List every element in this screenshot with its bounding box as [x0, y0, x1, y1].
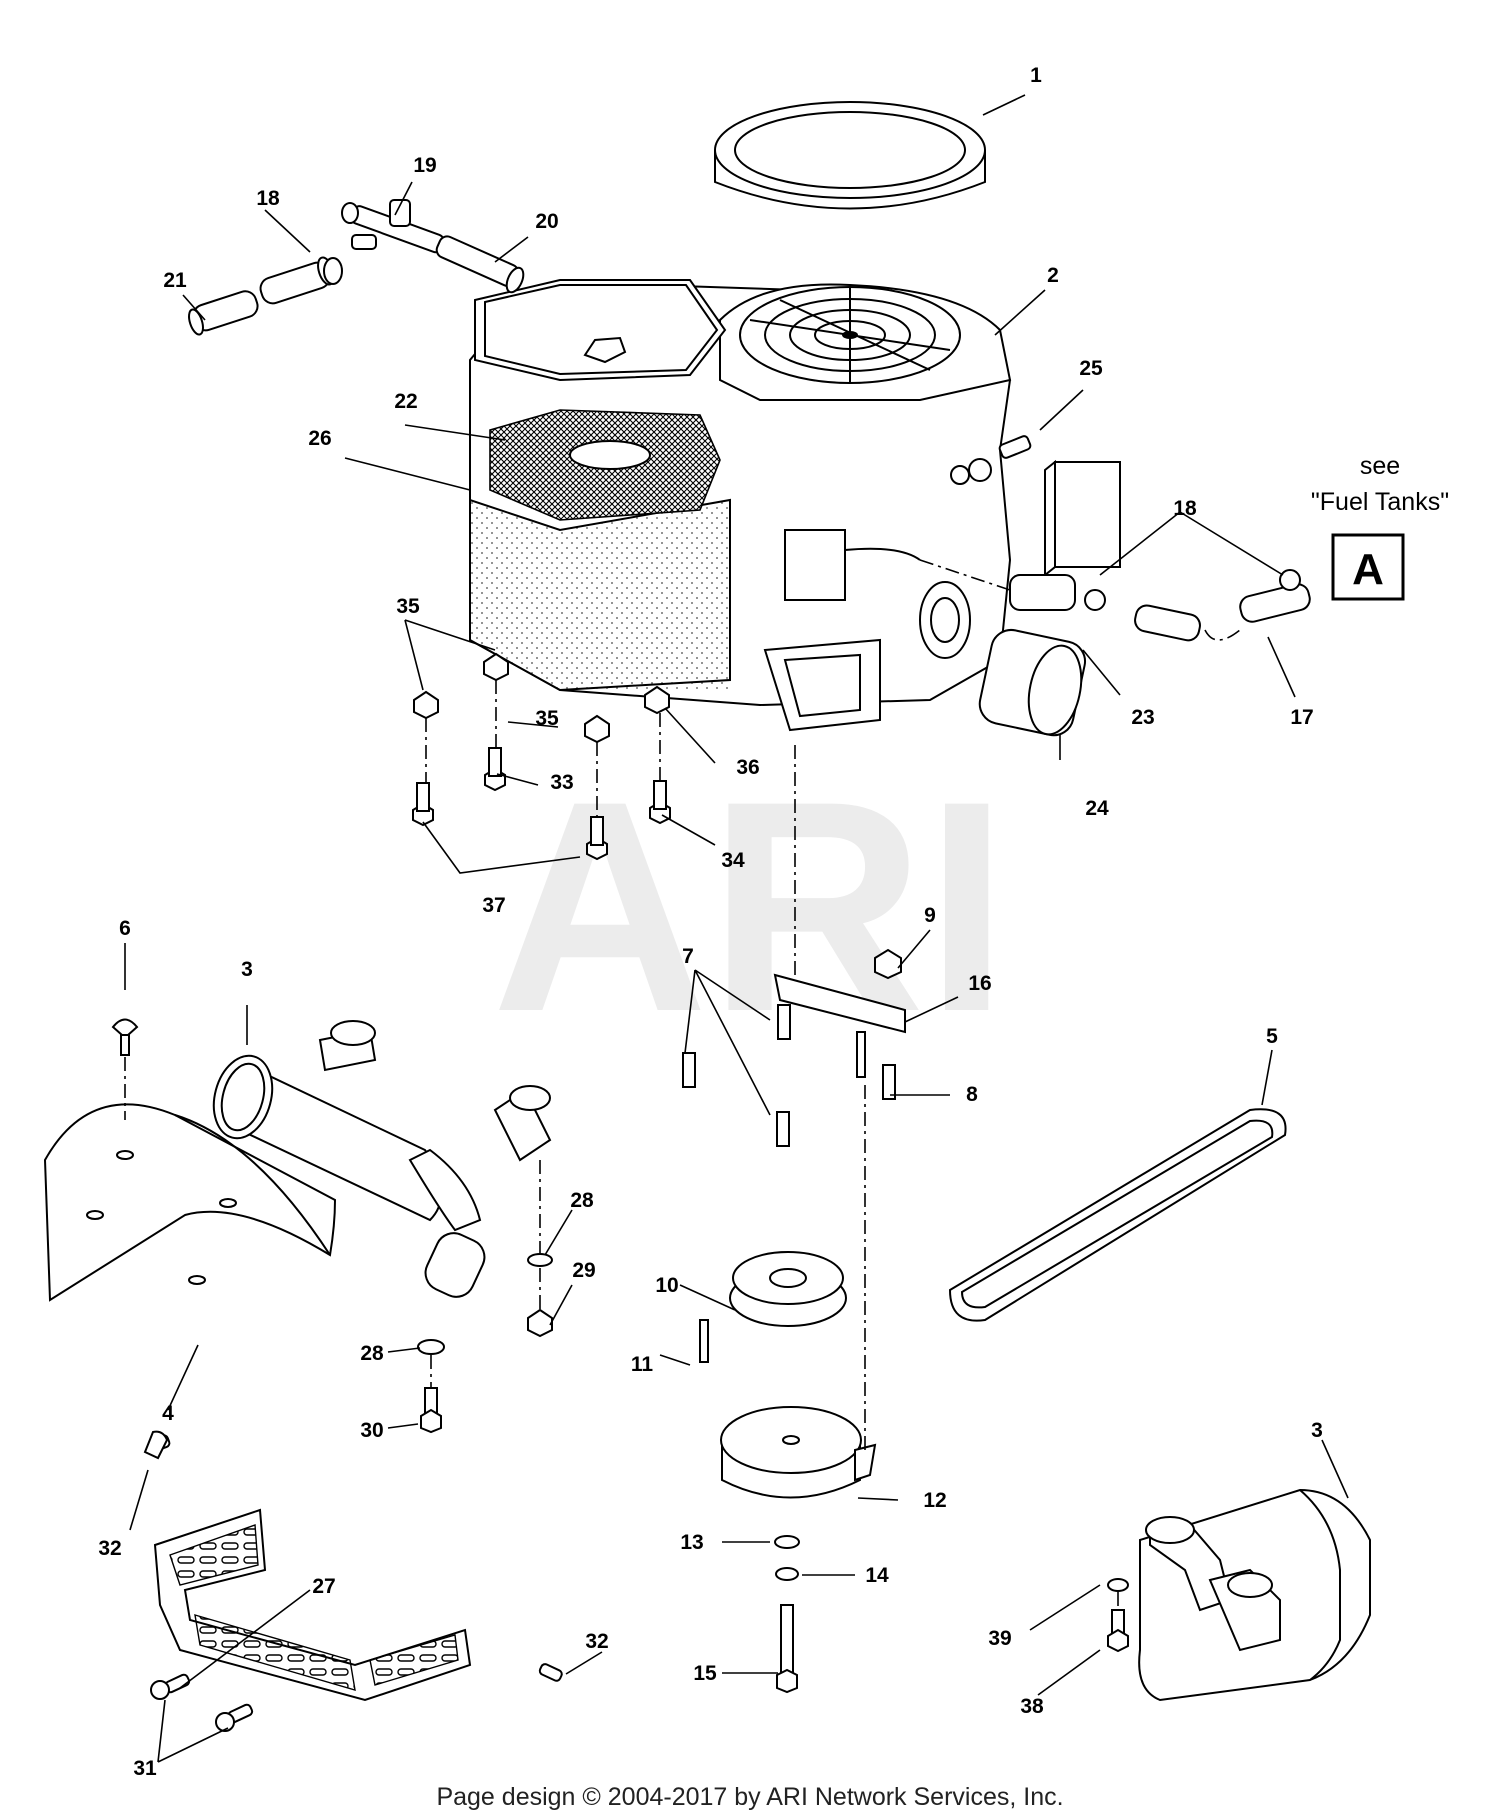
callout[interactable]: 8 [966, 1083, 978, 1106]
callout[interactable]: 1 [1030, 64, 1042, 87]
alignment-lines [124, 559, 1241, 1610]
callout[interactable]: 22 [394, 390, 417, 413]
muffler-heat-shield [43, 1018, 337, 1302]
watermark: ARI [492, 738, 1009, 1074]
callout[interactable]: 33 [550, 771, 573, 794]
fuel-filter-and-lines [968, 435, 1311, 642]
callout[interactable]: 19 [413, 154, 436, 177]
fuel-line-tee-assembly [188, 199, 525, 336]
callout[interactable]: 30 [360, 1419, 383, 1442]
callout[interactable]: 36 [736, 756, 759, 779]
callout[interactable]: 17 [1290, 706, 1313, 729]
callout[interactable]: 3 [241, 958, 253, 981]
electric-clutch [720, 1406, 877, 1694]
callout[interactable]: 18 [256, 187, 280, 210]
drive-belt [948, 1108, 1287, 1322]
alternate-muffler [1107, 1488, 1371, 1702]
callout[interactable]: 9 [924, 904, 936, 927]
clutch-bracket [682, 948, 906, 1147]
callout[interactable]: 5 [1266, 1025, 1278, 1048]
callout[interactable]: 37 [482, 894, 505, 917]
callout[interactable]: 34 [721, 849, 745, 872]
callout[interactable]: 32 [98, 1537, 121, 1560]
callout[interactable]: 28 [360, 1342, 384, 1365]
callout[interactable]: 12 [923, 1489, 946, 1512]
callout[interactable]: 4 [162, 1402, 174, 1425]
callout[interactable]: 7 [682, 945, 694, 968]
callout[interactable]: 15 [693, 1662, 717, 1685]
callout[interactable]: 26 [308, 427, 331, 450]
reference-note-line2: "Fuel Tanks" [1311, 488, 1449, 516]
callout[interactable]: 6 [119, 917, 131, 940]
callout[interactable]: 29 [572, 1259, 595, 1282]
callout[interactable]: 20 [535, 210, 558, 233]
callout[interactable]: 13 [680, 1531, 703, 1554]
pulley [699, 1251, 847, 1363]
callout[interactable]: 27 [312, 1575, 335, 1598]
callout[interactable]: 16 [968, 972, 991, 995]
reference-note-line1: see [1360, 452, 1400, 480]
callout[interactable]: 18 [1173, 497, 1197, 520]
callout[interactable]: 10 [655, 1274, 678, 1297]
air-cleaner-ring [714, 101, 986, 210]
callout[interactable]: 25 [1079, 357, 1103, 380]
callout[interactable]: 24 [1085, 797, 1109, 820]
callout[interactable]: 21 [163, 269, 187, 292]
callout[interactable]: 31 [133, 1757, 157, 1780]
callout[interactable]: 23 [1131, 706, 1154, 729]
reference-box-letter[interactable]: A [1352, 545, 1384, 594]
heat-shield-bracket [143, 1430, 563, 1732]
callout-labels: 1 2 3 3 4 5 6 7 8 9 10 11 12 13 14 15 16… [98, 64, 1323, 1780]
leader-lines [124, 94, 1349, 1763]
callout[interactable]: 35 [535, 707, 559, 730]
callout[interactable]: 38 [1020, 1695, 1044, 1718]
callout[interactable]: 2 [1047, 264, 1059, 287]
callout[interactable]: 3 [1311, 1419, 1323, 1442]
muffler-washer-nut-bolt [417, 1253, 553, 1434]
oil-filter [978, 628, 1087, 737]
callout[interactable]: 14 [865, 1564, 889, 1587]
callout[interactable]: 35 [396, 595, 420, 618]
callout[interactable]: 32 [585, 1630, 608, 1653]
muffler [212, 1020, 552, 1298]
reference-box[interactable] [1331, 533, 1405, 601]
engine-mount-hardware [412, 652, 671, 861]
engine-illustration [469, 279, 1012, 732]
callout[interactable]: 28 [570, 1189, 594, 1212]
footer-copyright: Page design © 2004-2017 by ARI Network S… [436, 1783, 1063, 1811]
callout[interactable]: 39 [988, 1627, 1011, 1650]
callout[interactable]: 11 [631, 1353, 654, 1376]
